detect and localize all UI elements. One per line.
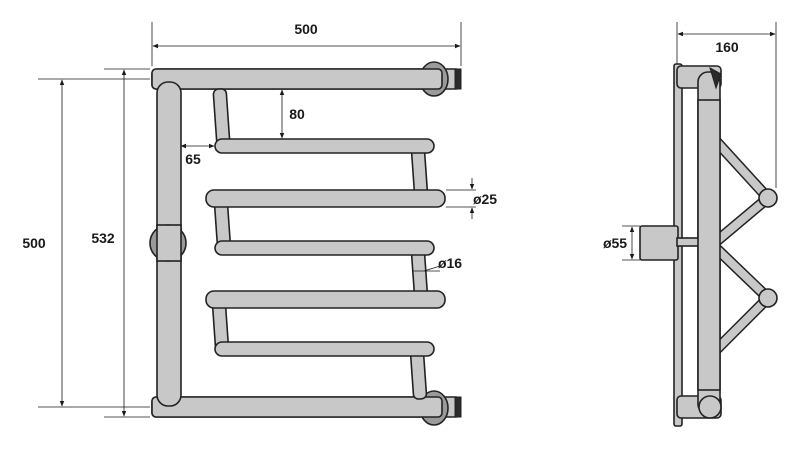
dim-side-depth: 160 [715, 39, 739, 55]
dim-front-height-inner: 500 [22, 235, 46, 251]
rung [214, 138, 435, 154]
dim-rung-diameter: ø16 [438, 255, 462, 271]
side-view: 160 ø55 [603, 22, 778, 427]
rung [214, 341, 435, 357]
dim-pipe-diameter: ø25 [473, 191, 497, 207]
strut-joint [758, 288, 778, 308]
dim-flange-diameter: ø55 [603, 235, 627, 251]
top-pipe-end-cap [454, 68, 462, 90]
dim-front-width: 500 [294, 21, 318, 37]
dim-rung-offset: 80 [289, 106, 305, 122]
rung [205, 189, 446, 208]
rung [214, 240, 435, 256]
side-wall-flange [639, 225, 679, 261]
dim-front-height-outer: 532 [91, 230, 115, 246]
front-view: 500 500 532 80 65 ø25 ø16 [22, 21, 497, 426]
bottom-pipe-end-cap [454, 396, 462, 418]
bottom-post-end [698, 395, 722, 419]
connector-post [212, 88, 231, 146]
strut-joint [758, 188, 778, 208]
rung [205, 290, 446, 309]
dim-post-offset: 65 [185, 151, 201, 167]
